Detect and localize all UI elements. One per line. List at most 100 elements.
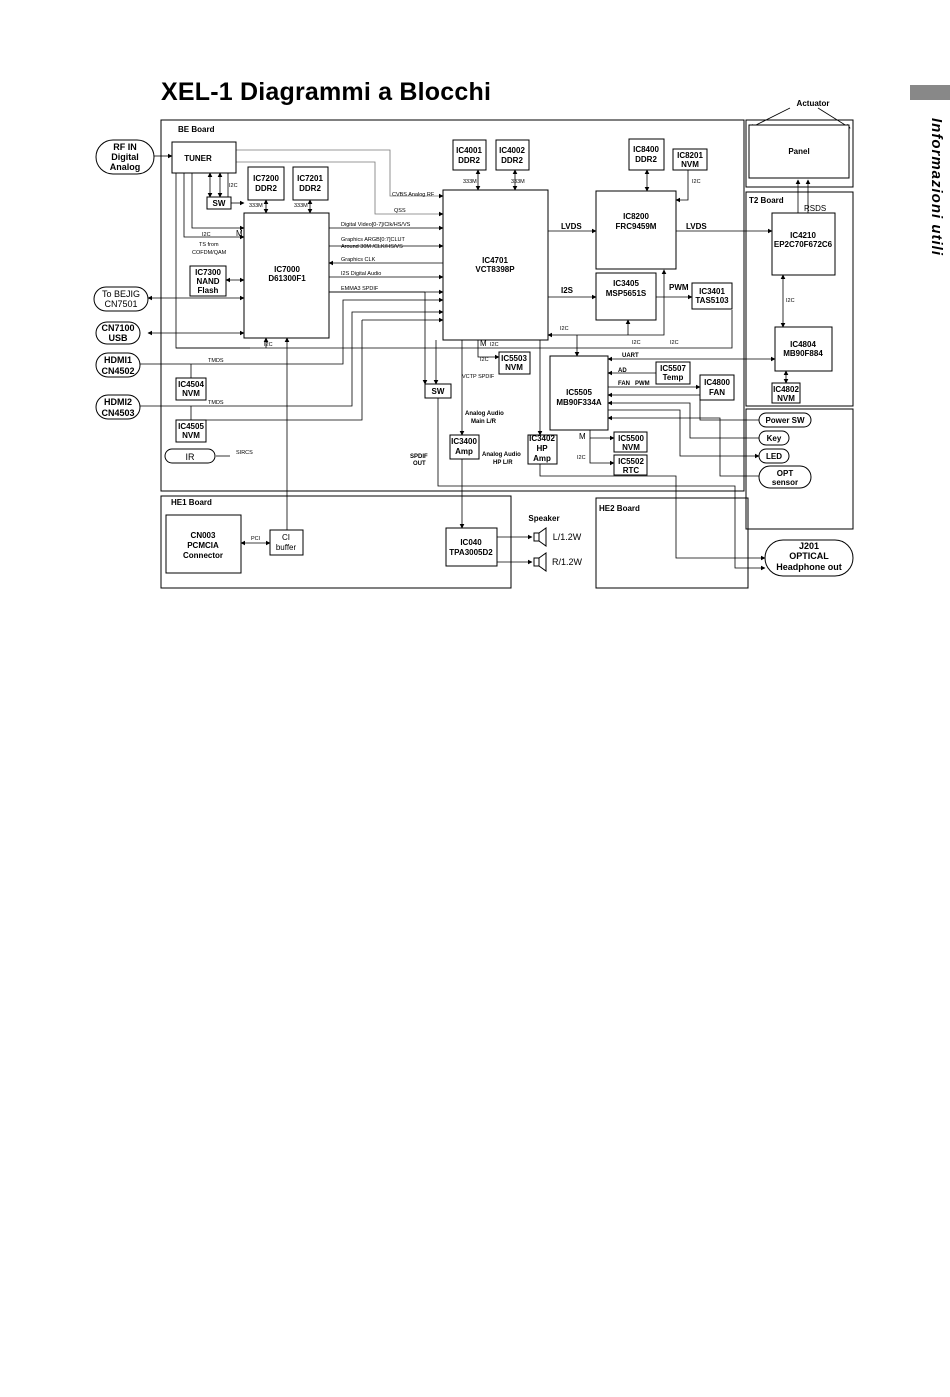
label-ic4701-1: IC4701 bbox=[482, 256, 508, 265]
sig-qss: QSS bbox=[394, 208, 406, 214]
conn-led bbox=[758, 448, 790, 464]
chip-ic3405 bbox=[595, 272, 657, 321]
label-ic8201-1: IC8201 bbox=[677, 151, 703, 160]
sig-i2c-5503: I2C bbox=[490, 342, 499, 348]
conn-hdmi2 bbox=[95, 394, 141, 420]
chip-ic7300 bbox=[189, 265, 227, 297]
sig-graphics-clk: Graphics CLK bbox=[341, 257, 376, 263]
sig-i2c-3401: I2C bbox=[670, 340, 679, 346]
be-board-frame bbox=[160, 119, 745, 492]
speaker-right-icon bbox=[533, 557, 540, 567]
label-ic4804-2: MB90F884 bbox=[783, 349, 823, 358]
sig-m-4701: M bbox=[480, 339, 487, 348]
label-ic5502-1: IC5502 bbox=[618, 457, 644, 466]
sig-fan: FAN bbox=[618, 381, 630, 387]
sig-333m-d: 333M bbox=[511, 179, 525, 185]
label-ic8400-1: IC8400 bbox=[633, 145, 659, 154]
sig-ad: AD bbox=[618, 368, 627, 374]
chip-ic5503 bbox=[498, 351, 531, 375]
label-ic7000-2: D61300F1 bbox=[268, 274, 306, 283]
chip-ic4804 bbox=[774, 326, 833, 372]
label-panel: Panel bbox=[788, 147, 809, 156]
label-sw-top: SW bbox=[213, 199, 226, 208]
label-ic3405-1: IC3405 bbox=[613, 279, 639, 288]
label-ic4001-1: IC4001 bbox=[456, 146, 482, 155]
label-ic5500-1: IC5500 bbox=[618, 434, 644, 443]
sig-rsds: RSDS bbox=[804, 204, 826, 213]
label-ic4002-2: DDR2 bbox=[501, 156, 523, 165]
chip-ic7200 bbox=[247, 166, 285, 201]
label-rf-in-3: Analog bbox=[110, 162, 141, 172]
panel-board-frame bbox=[745, 119, 854, 188]
sig-i2c-5500: I2C bbox=[577, 455, 586, 461]
label-spk-r: R/1.2W bbox=[552, 557, 583, 567]
label-power-sw: Power SW bbox=[765, 416, 805, 425]
sig-analog-hp-2: HP L/R bbox=[493, 460, 513, 466]
chip-ic4802 bbox=[771, 382, 801, 404]
sig-i2c-4804: I2C bbox=[786, 298, 795, 304]
label-ic4701-2: VCT8398P bbox=[475, 265, 515, 274]
sig-333m-b: 333M bbox=[294, 203, 308, 209]
chip-ic4504 bbox=[175, 377, 207, 401]
label-ic7200-1: IC7200 bbox=[253, 174, 279, 183]
chip-ic5507 bbox=[655, 361, 691, 385]
label-hdmi2-1: HDMI2 bbox=[104, 397, 132, 407]
label-tuner-1: TUNER bbox=[184, 154, 212, 163]
panel-box bbox=[748, 124, 850, 179]
chip-sw-top bbox=[206, 196, 232, 210]
he2-board-frame bbox=[595, 497, 749, 589]
label-ic4800-2: FAN bbox=[709, 388, 725, 397]
chip-ic4210 bbox=[771, 212, 836, 276]
sig-digital-video: Digital Video[0-7]/Clk/HS/VS bbox=[341, 222, 411, 228]
sig-i2c-8201: I2C bbox=[692, 179, 701, 185]
chip-ic5500 bbox=[613, 431, 648, 453]
label-ic7201-2: DDR2 bbox=[299, 184, 321, 193]
chip-ic8400 bbox=[628, 138, 665, 171]
label-opt-1: OPT bbox=[777, 469, 794, 478]
label-led: LED bbox=[766, 452, 782, 461]
label-ic7300-3: Flash bbox=[198, 286, 219, 295]
label-ic4002-1: IC4002 bbox=[499, 146, 525, 155]
label-bejig-2: CN7501 bbox=[104, 299, 137, 309]
conn-power-sw bbox=[758, 412, 812, 428]
sig-cofdm: COFDM/QAM bbox=[192, 250, 227, 256]
sig-333m-a: 333M bbox=[249, 203, 263, 209]
label-ic4210-1: IC4210 bbox=[790, 231, 816, 240]
label-ic5507-1: IC5507 bbox=[660, 364, 686, 373]
label-ic8200-2: FRC9459M bbox=[616, 222, 657, 231]
label-ci-buffer-1: CI bbox=[282, 533, 290, 542]
sig-analog-hp-1: Analog Audio bbox=[482, 452, 521, 458]
label-ic7000-1: IC7000 bbox=[274, 265, 300, 274]
label-hdmi1-1: HDMI1 bbox=[104, 355, 132, 365]
conn-bejig bbox=[93, 286, 149, 312]
page-title: XEL-1 Diagrammi a Blocchi bbox=[161, 78, 492, 106]
conn-cn7100 bbox=[95, 321, 141, 345]
label-key: Key bbox=[767, 434, 782, 443]
conn-rf-in bbox=[95, 139, 155, 175]
label-ic3402-2: HP bbox=[536, 444, 548, 453]
chip-ic040 bbox=[445, 527, 498, 567]
chip-ic8201 bbox=[672, 148, 708, 171]
label-ic3405-2: MSP5651S bbox=[606, 289, 647, 298]
label-ic5503-2: NVM bbox=[505, 363, 523, 372]
sig-333m-c: 333M bbox=[463, 179, 477, 185]
conn-j201 bbox=[764, 539, 854, 577]
conn-hdmi1 bbox=[95, 352, 141, 378]
chip-ic4800 bbox=[699, 374, 735, 401]
label-ic8200-1: IC8200 bbox=[623, 212, 649, 221]
label-cn003-3: Connector bbox=[183, 551, 223, 560]
label-ic8201-2: NVM bbox=[681, 160, 699, 169]
label-ic5507-2: Temp bbox=[663, 373, 684, 382]
sig-i2s-digital: I2S Digital Audio bbox=[341, 271, 381, 277]
board-label-t2: T2 Board bbox=[749, 196, 784, 205]
sig-out: OUT bbox=[413, 461, 426, 467]
sig-pwm: PWM bbox=[669, 283, 689, 292]
sig-spdif: SPDIF bbox=[410, 454, 428, 460]
label-ic4505-1: IC4505 bbox=[178, 422, 204, 431]
conn-ir bbox=[164, 448, 216, 464]
label-ic4802-2: NVM bbox=[777, 394, 795, 403]
sig-i2c-3405: I2C bbox=[632, 340, 641, 346]
label-ic3402-1: IC3402 bbox=[529, 434, 555, 443]
chip-ic3401 bbox=[691, 282, 733, 310]
